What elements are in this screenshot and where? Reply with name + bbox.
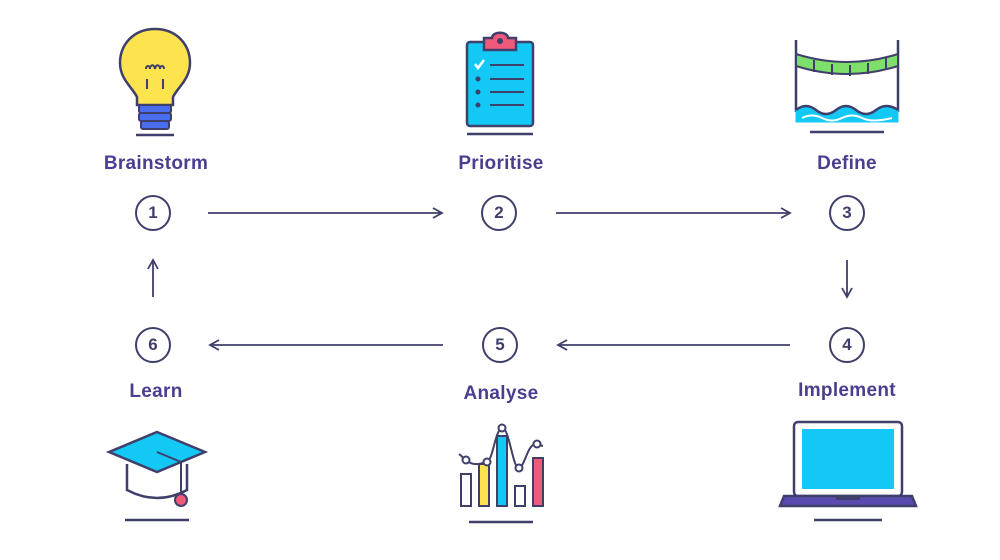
chart-icon	[458, 423, 544, 524]
step-1-label: Brainstorm	[103, 153, 209, 174]
step-3-number: 3	[829, 195, 865, 231]
step-1-number: 1	[135, 195, 171, 231]
step-4-label: Implement	[798, 380, 896, 401]
bridge-icon	[794, 40, 900, 134]
step-5-label: Analyse	[463, 383, 539, 404]
lightbulb-icon	[118, 27, 192, 137]
laptop-icon	[778, 420, 918, 522]
step-2-label: Prioritise	[458, 153, 544, 174]
step-5-number: 5	[482, 327, 518, 363]
step-3-label: Define	[817, 153, 877, 174]
step-6-number: 6	[135, 327, 171, 363]
step-6-label: Learn	[129, 381, 183, 402]
step-4-number: 4	[829, 327, 865, 363]
clipboard-icon	[465, 31, 535, 136]
graduation-cap-icon	[105, 430, 209, 522]
step-2-number: 2	[481, 195, 517, 231]
